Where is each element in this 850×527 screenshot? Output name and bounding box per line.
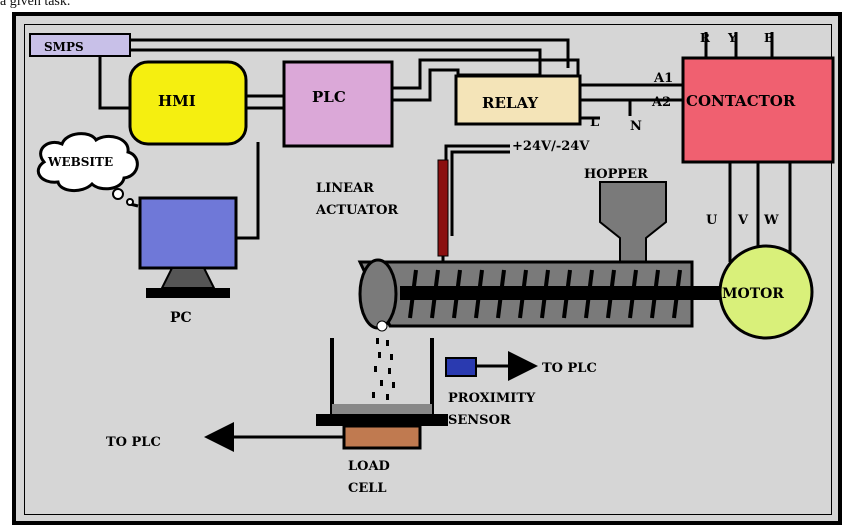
- pc-block: PC: [138, 196, 238, 326]
- wire-plc-relay-1: [392, 58, 580, 90]
- contactor-label: CONTACTOR: [686, 92, 796, 110]
- wire-plc-relay-2: [392, 68, 460, 102]
- website-cloud: WEBSITE: [36, 132, 139, 206]
- phase-r: R: [700, 31, 711, 45]
- plc-block: PLC: [282, 60, 394, 148]
- website-label: WEBSITE: [47, 155, 113, 169]
- proximity-label-1: PROXIMITY: [448, 391, 536, 406]
- hmi-label: HMI: [158, 92, 196, 110]
- terminal-n: N: [630, 119, 642, 134]
- falling-material: [372, 320, 395, 400]
- plc-label: PLC: [312, 88, 346, 106]
- relay-label: RELAY: [482, 94, 538, 112]
- phase-b: B: [764, 31, 774, 45]
- voltage-label: +24V/-24V: [512, 139, 590, 154]
- to-plc-left-label: TO PLC: [106, 435, 161, 450]
- motor: MOTOR: [718, 244, 814, 340]
- linear-actuator-label-1: LINEAR: [316, 181, 374, 196]
- contactor-block: CONTACTOR: [681, 56, 835, 164]
- screw-conveyor: [357, 258, 732, 330]
- smps-block: SMPS: [29, 33, 131, 57]
- relay-block: RELAY: [454, 74, 582, 126]
- diagram-inner-border: [24, 24, 832, 515]
- terminal-a2: A2: [651, 95, 671, 110]
- proximity-label-2: SENSOR: [448, 413, 511, 428]
- linear-actuator: LINEAR ACTUATOR: [315, 159, 449, 266]
- pc-label: PC: [170, 310, 192, 326]
- load-cell: LOAD CELL: [342, 424, 422, 496]
- wire-24v-minus: [450, 150, 510, 236]
- phase-u: U: [706, 213, 718, 228]
- wire-smps-hmi: [98, 56, 132, 110]
- collection-bin: [316, 338, 448, 426]
- proximity-sensor: TO PLC PROXIMITY SENSOR: [445, 351, 597, 428]
- wire-24v-plus: [444, 144, 510, 236]
- wiring: [98, 32, 792, 262]
- linear-actuator-label-2: ACTUATOR: [315, 203, 398, 218]
- terminal-l: L: [590, 115, 599, 130]
- terminal-a1: A1: [653, 71, 673, 86]
- to-plc-right-label: TO PLC: [542, 361, 597, 376]
- motor-label: MOTOR: [722, 286, 784, 302]
- load-cell-label-2: CELL: [348, 481, 387, 496]
- phase-v: V: [737, 213, 749, 228]
- wire-plc-pc: [236, 142, 260, 240]
- phase-y: Y: [727, 31, 737, 45]
- load-cell-output: TO PLC: [106, 422, 344, 452]
- hopper: HOPPER: [584, 167, 667, 263]
- hopper-label: HOPPER: [584, 167, 648, 182]
- load-cell-label-1: LOAD: [348, 459, 390, 474]
- page-caption: a given task.: [0, 0, 71, 9]
- hmi-block: HMI: [128, 60, 248, 146]
- phase-w: W: [763, 213, 779, 228]
- smps-label: SMPS: [44, 40, 84, 54]
